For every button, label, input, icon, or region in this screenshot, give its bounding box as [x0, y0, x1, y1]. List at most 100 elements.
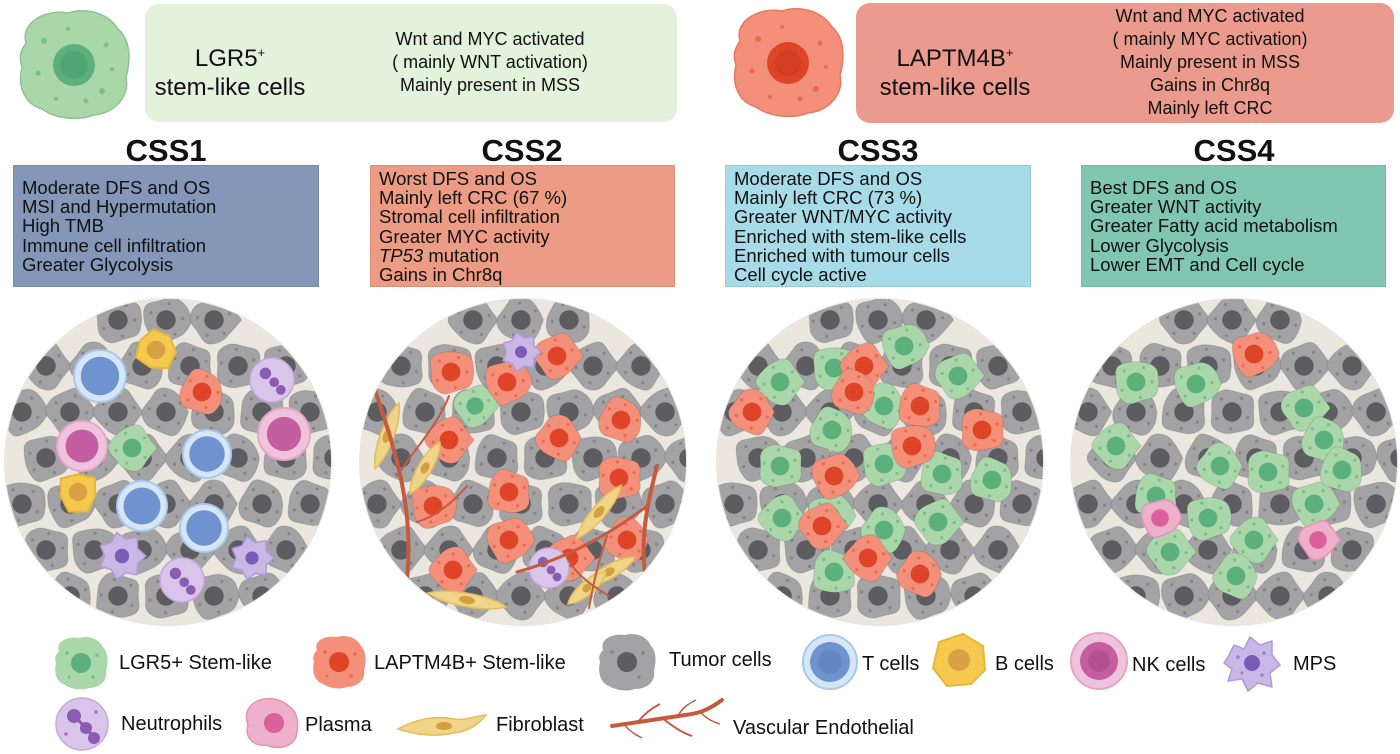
fibroblast-icon: [396, 714, 488, 736]
tumor-cell: [24, 527, 69, 573]
lgr5-cell: [1195, 442, 1243, 490]
lgr5-cell: [759, 444, 802, 488]
legend-b-cells-label: B cells: [995, 653, 1054, 675]
lgr5-cell: [1229, 516, 1280, 564]
laptm4b-cell: [811, 453, 861, 500]
laptm4b-cell: [890, 424, 937, 469]
tcell-cell: [73, 349, 127, 403]
nk-cell: [257, 407, 311, 461]
tumor-cell: [1024, 434, 1043, 480]
css2-features: Worst DFS and OS Mainly left CRC (67 %) …: [370, 165, 675, 287]
lgr5-cell: [757, 494, 808, 542]
css4-title: CSS4: [1193, 133, 1275, 168]
legend-plasma-label: Plasma: [305, 714, 372, 736]
laptm4b-cell: [411, 484, 458, 529]
laptm4b-cell: [598, 456, 641, 500]
mps-cell: [99, 531, 147, 581]
fibroblast-cell: [373, 401, 401, 471]
lgr5-cell: [969, 456, 1012, 503]
lgr5-panel-title: LGR5+ stem-like cells: [154, 45, 306, 101]
lgr5-panel-lines: Wnt and MYC activated ( mainly WNT activ…: [392, 29, 588, 95]
legend-lgr5-label: LGR5+ Stem-like: [119, 652, 272, 674]
legend-laptm4b-label: LAPTM4B+ Stem-like: [374, 652, 566, 674]
tumor-cell: [238, 479, 284, 528]
laptm4b-cell: [428, 546, 479, 594]
neut-cell: [249, 357, 295, 403]
laptm4b-stem-like-icon: [313, 636, 366, 689]
laptm4b-cell: [798, 502, 849, 550]
laptm4b-cell: [843, 534, 894, 582]
mps-cell: [231, 535, 275, 581]
bcell-cell: [135, 328, 177, 370]
tumor-cell: [664, 433, 686, 483]
lgr5-cell: [881, 323, 931, 370]
vascular-endothelial: [416, 485, 468, 523]
laptm4b-cell: [831, 368, 875, 415]
css3-features: Moderate DFS and OS Mainly left CRC (73 …: [725, 165, 1031, 287]
lgr5-cell: [453, 384, 501, 428]
tumor-cell: [1376, 434, 1397, 483]
lgr5-cell: [1186, 496, 1233, 541]
laptm4b-panel: [856, 3, 1394, 123]
tumor-cell: [547, 481, 592, 527]
laptm4b-cell: [1231, 331, 1281, 378]
tumor-cell: [808, 299, 855, 344]
lgr5-cell: [1319, 446, 1362, 493]
plasma-cell: [1297, 519, 1342, 561]
tumor-cell: [216, 343, 261, 389]
tumor-cell: [1258, 480, 1302, 526]
laptm4b-cell: [896, 550, 943, 598]
lgr5-cell: [914, 498, 965, 546]
tumor-cell: [5, 482, 47, 528]
lgr5-stem-like-icon: [55, 637, 108, 690]
tumor-cell: [717, 482, 758, 528]
tumor-cell: [287, 479, 331, 527]
legend-tumor-label: Tumor cells: [669, 649, 772, 671]
laptm4b-cell: [486, 517, 536, 564]
tumor-cell: [1206, 299, 1258, 345]
legend-vascular-label: Vascular Endothelial: [733, 717, 914, 739]
tumor-cell: [378, 342, 423, 388]
nk-cell: [56, 420, 108, 472]
laptm4b-cell: [533, 332, 585, 380]
legend-nk-cells-label: NK cells: [1132, 654, 1206, 676]
lgr5-cell: [812, 549, 855, 593]
mps-cell: [502, 331, 542, 373]
lgr5-cell: [1212, 552, 1259, 600]
tumor-cell: [496, 299, 544, 345]
lgr5-panel: [145, 4, 677, 122]
legend-fibroblast-label: Fibroblast: [496, 714, 584, 736]
plasma-icon: [245, 697, 299, 749]
lgr5-cell: [1146, 528, 1197, 576]
laptm4b-cell: [898, 382, 941, 428]
css1-title: CSS1: [125, 133, 207, 168]
tumor-cell: [1330, 527, 1375, 572]
laptm4b-cell: [179, 368, 223, 415]
neut-cell: [159, 557, 205, 603]
css1-tumor-microenvironment: [4, 298, 332, 626]
tumor-cell: [1279, 341, 1333, 391]
lgr5-cell: [920, 450, 963, 496]
laptm4b-cell: [727, 388, 775, 436]
tumor-cell: [95, 572, 140, 618]
vascular-endothelial: [396, 395, 450, 477]
fibroblast-cell: [575, 483, 623, 541]
lgr5-cell: [755, 358, 806, 406]
laptm4b-cell: [487, 468, 530, 514]
mps-icon: [1223, 636, 1281, 692]
tumor-cell: [1353, 481, 1397, 529]
laptm4b-cell: [961, 408, 1004, 452]
lgr5-cell: [107, 424, 158, 472]
laptm4b-cell: [534, 414, 582, 462]
lgr5-cell: [1173, 361, 1223, 408]
tumor-cell: [1254, 571, 1307, 621]
tumor-cell: [474, 433, 519, 481]
vascular-endothelial-icon: [610, 698, 724, 739]
laptm4b-panel-lines: Wnt and MYC activated ( mainly MYC activ…: [1112, 6, 1308, 118]
plasma-cell: [1140, 499, 1183, 539]
nk-cell-icon: [1070, 632, 1128, 690]
tumor-cell: [1182, 525, 1233, 575]
laptm4b-panel-title: LAPTM4B+ stem-like cells: [879, 45, 1031, 101]
tumor-cell: [1000, 389, 1043, 435]
lgr5-cell: [1091, 422, 1142, 470]
